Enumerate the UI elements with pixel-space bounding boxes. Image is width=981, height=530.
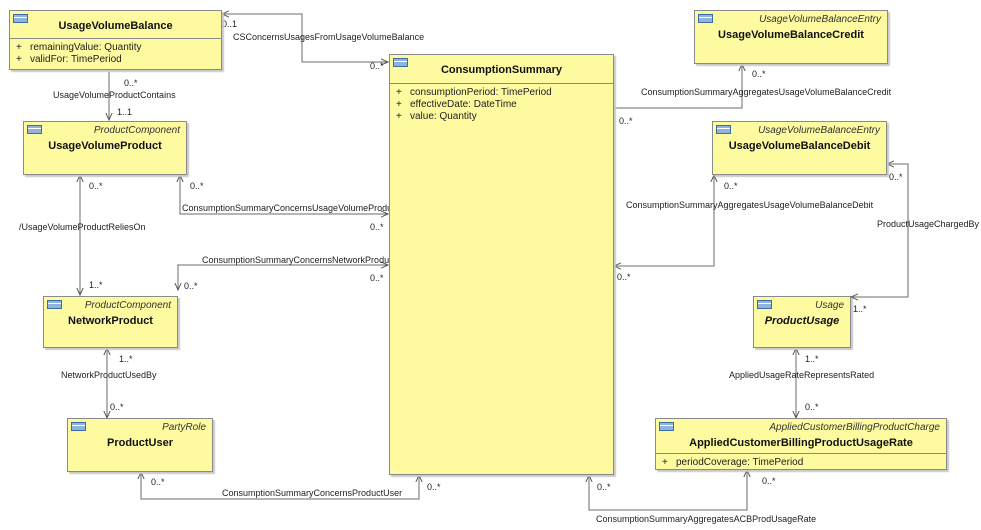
multiplicity: 0..* <box>190 181 204 191</box>
class-name: AppliedCustomerBillingProductUsageRate <box>689 437 913 449</box>
class-usage-volume-product[interactable]: ProductComponent UsageVolumeProduct <box>23 121 187 175</box>
association-label: AppliedUsageRateRepresentsRated <box>729 370 875 380</box>
attribute: +validFor: TimePeriod <box>16 54 122 65</box>
association-label: ProductUsageChargedBy <box>877 219 980 229</box>
class-icon <box>659 422 674 431</box>
multiplicity: 0..* <box>619 116 633 126</box>
stereotype: UsageVolumeBalanceEntry <box>759 14 881 25</box>
multiplicity: 0..* <box>889 172 903 182</box>
multiplicity: 1..1 <box>117 107 133 117</box>
class-name: NetworkProduct <box>68 315 153 327</box>
association-label: ConsumptionSummaryAggregatesUsageVolumeB… <box>641 87 892 97</box>
class-product-usage[interactable]: Usage ProductUsage <box>753 296 851 348</box>
multiplicity: 0..* <box>370 61 384 71</box>
multiplicity: 1..* <box>89 280 103 290</box>
class-name: UsageVolumeProduct <box>48 140 162 152</box>
class-icon <box>27 125 42 134</box>
attribute: +value: Quantity <box>396 111 477 122</box>
stereotype: PartyRole <box>162 422 206 433</box>
assoc-line-cs-credit <box>614 64 742 109</box>
multiplicity: 0..* <box>151 477 165 487</box>
multiplicity: 0..* <box>370 222 384 232</box>
assoc-line-cs-acb-rate <box>589 470 747 511</box>
association-label: ConsumptionSummaryAggregatesACBProdUsage… <box>596 514 817 524</box>
multiplicity: 0..* <box>617 272 631 282</box>
multiplicity: 0..* <box>724 181 738 191</box>
class-name: UsageVolumeBalance <box>58 20 173 32</box>
association-label: ConsumptionSummaryConcernsUsageVolumePro… <box>182 203 400 213</box>
association-label: CSConcernsUsagesFromUsageVolumeBalance <box>233 32 425 42</box>
multiplicity: 0..1 <box>222 19 238 29</box>
class-applied-customer-billing-product-usage-rate[interactable]: AppliedCustomerBillingProductCharge Appl… <box>655 418 947 470</box>
association-label: NetworkProductUsedBy <box>61 370 157 380</box>
stereotype: Usage <box>815 300 844 311</box>
class-icon <box>716 125 731 134</box>
stereotype: AppliedCustomerBillingProductCharge <box>769 422 940 433</box>
multiplicity: 0..* <box>752 69 766 79</box>
attribute: +periodCoverage: TimePeriod <box>662 457 804 468</box>
class-name: UsageVolumeBalanceCredit <box>718 29 864 41</box>
class-usage-volume-balance-debit[interactable]: UsageVolumeBalanceEntry UsageVolumeBalan… <box>712 121 887 175</box>
multiplicity: 1..* <box>119 354 133 364</box>
multiplicity: 0..* <box>110 402 124 412</box>
class-name: ConsumptionSummary <box>440 64 562 76</box>
class-icon <box>13 14 28 23</box>
class-usage-volume-balance-credit[interactable]: UsageVolumeBalanceEntry UsageVolumeBalan… <box>694 10 888 64</box>
assoc-line-usage-charged-by <box>851 164 909 297</box>
attribute-compartment: +consumptionPeriod: TimePeriod +effectiv… <box>390 83 613 125</box>
multiplicity: 0..* <box>762 476 776 486</box>
multiplicity: 0..* <box>370 273 384 283</box>
association-label: ConsumptionSummaryConcernsProductUser <box>222 488 403 498</box>
class-product-user[interactable]: PartyRole ProductUser <box>67 418 213 472</box>
assoc-line-cs-uvp <box>180 175 388 214</box>
class-icon <box>71 422 86 431</box>
multiplicity: 0..* <box>805 402 819 412</box>
class-network-product[interactable]: ProductComponent NetworkProduct <box>43 296 178 348</box>
stereotype: UsageVolumeBalanceEntry <box>758 125 880 136</box>
multiplicity: 0..* <box>597 482 611 492</box>
stereotype: ProductComponent <box>93 125 180 136</box>
association-label: /UsageVolumeProductReliesOn <box>19 222 146 232</box>
attribute-compartment: +remainingValue: Quantity +validFor: Tim… <box>10 38 221 68</box>
association-label: ConsumptionSummaryConcernsNetworkProduct <box>202 255 397 265</box>
multiplicity: 0..* <box>89 181 103 191</box>
assoc-line-cs-debit <box>614 175 714 266</box>
assoc-line-cs-uvb <box>222 14 388 62</box>
attribute: +remainingValue: Quantity <box>16 42 142 53</box>
multiplicity: 1..* <box>853 304 867 314</box>
multiplicity: 0..* <box>124 78 138 88</box>
stereotype: ProductComponent <box>84 300 171 311</box>
class-icon <box>47 300 62 309</box>
class-icon <box>393 58 408 67</box>
class-name: UsageVolumeBalanceDebit <box>728 140 871 152</box>
class-name: ProductUsage <box>764 315 840 327</box>
multiplicity: 0..* <box>184 281 198 291</box>
multiplicity: 0..* <box>427 482 441 492</box>
association-label: UsageVolumeProductContains <box>53 90 176 100</box>
association-label: ConsumptionSummaryAggregatesUsageVolumeB… <box>626 200 874 210</box>
class-icon <box>757 300 772 309</box>
assoc-line-cs-network-product <box>178 265 388 290</box>
assoc-line-cs-product-user <box>141 472 419 500</box>
class-consumption-summary[interactable]: ConsumptionSummary +consumptionPeriod: T… <box>389 54 614 475</box>
attribute: +effectiveDate: DateTime <box>396 99 517 110</box>
multiplicity: 1..* <box>805 354 819 364</box>
class-name: ProductUser <box>106 437 174 449</box>
attribute: +consumptionPeriod: TimePeriod <box>396 87 552 98</box>
class-usage-volume-balance[interactable]: UsageVolumeBalance +remainingValue: Quan… <box>9 10 222 70</box>
class-icon <box>698 14 713 23</box>
attribute-compartment: +periodCoverage: TimePeriod <box>656 453 946 471</box>
